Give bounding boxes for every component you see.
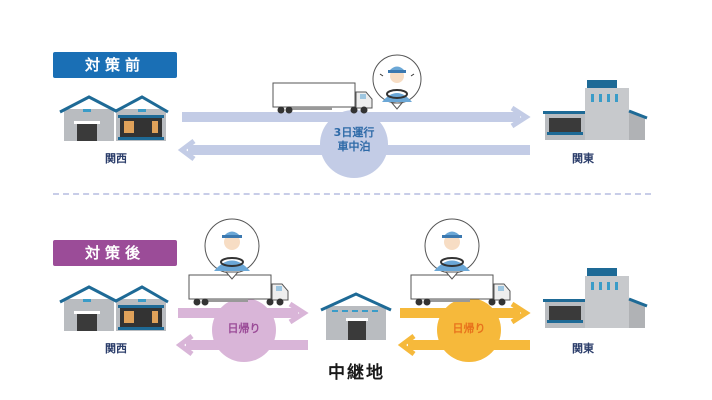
truck-icon (188, 274, 289, 306)
before-duration-circle (320, 110, 388, 178)
after-destination-label: 関東 (572, 342, 594, 355)
before-destination-label: 関東 (572, 152, 594, 165)
kansai-warehouse-icon (59, 95, 169, 141)
relay-warehouse-icon (320, 292, 392, 340)
before-origin-label: 関西 (105, 152, 127, 165)
happy-driver-icon (204, 218, 260, 280)
happy-driver-icon (424, 218, 480, 280)
before-circle-text: 3日運行 車中泊 (320, 126, 388, 154)
section-divider (53, 193, 651, 195)
kanto-building-icon (543, 80, 648, 140)
kanto-building-icon (543, 268, 648, 328)
after-badge: 対策後 (53, 240, 177, 266)
before-circle-line1: 3日運行 (333, 126, 375, 139)
after-left-circle (212, 298, 276, 362)
truck-icon (272, 82, 373, 114)
after-right-circle-text: 日帰り (452, 322, 486, 335)
before-badge: 対策前 (53, 52, 177, 78)
after-left-circle-text: 日帰り (227, 322, 261, 335)
after-right-circle (437, 298, 501, 362)
before-circle-line2: 車中泊 (337, 140, 371, 153)
after-origin-label: 関西 (105, 342, 127, 355)
relay-point-label: 中継地 (328, 363, 385, 383)
truck-icon (410, 274, 511, 306)
kansai-warehouse-icon (59, 285, 169, 331)
tired-driver-icon (372, 54, 422, 110)
